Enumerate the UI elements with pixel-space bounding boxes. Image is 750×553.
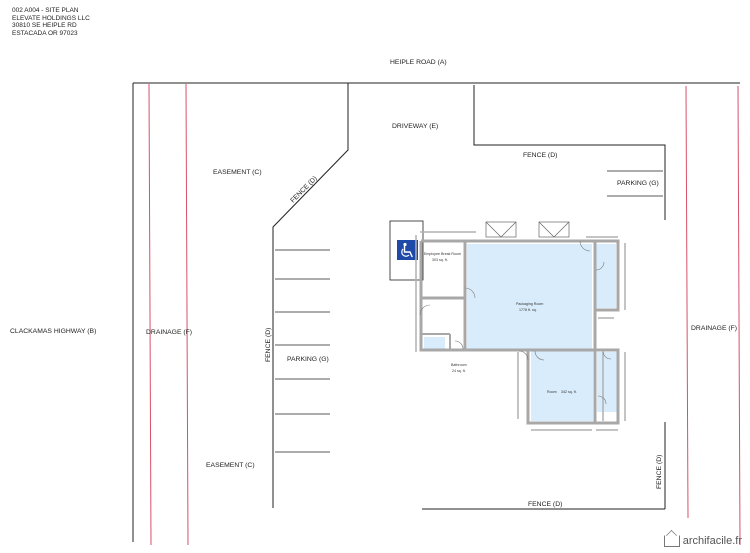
easement-label-top: EASEMENT (C) xyxy=(213,169,262,176)
room-label: Room xyxy=(547,390,557,394)
doors xyxy=(419,240,612,405)
house-icon xyxy=(663,535,680,547)
fence-label-diagonal: FENCE (D) xyxy=(289,175,318,204)
parking-stalls-west xyxy=(275,249,330,453)
fence-label-top: FENCE (D) xyxy=(523,152,557,159)
parking-label-top-right: PARKING (G) xyxy=(617,180,659,187)
wheelchair-icon xyxy=(397,240,418,260)
drainage-line xyxy=(685,85,689,519)
title-line-2: ELEVATE HOLDINGS LLC xyxy=(12,14,90,22)
walls xyxy=(419,239,620,425)
fence-label-bottom: FENCE (D) xyxy=(528,501,562,508)
bathroom-area: 24 sq. ft. xyxy=(452,369,466,373)
clackamas-highway-label: CLACKAMAS HIGHWAY (B) xyxy=(10,328,96,335)
fences xyxy=(272,83,666,510)
fence-label-left-vertical: FENCE (D) xyxy=(265,328,272,362)
heiple-road-label: HEIPLE ROAD (A) xyxy=(390,59,447,66)
small-room-east[interactable] xyxy=(596,244,616,308)
watermark-text: archifacile.fr xyxy=(682,535,742,547)
title-line-1: 002 A004 - SITE PLAN xyxy=(12,7,79,14)
drainage-label-left: DRAINAGE (F) xyxy=(146,329,192,336)
packaging-room[interactable] xyxy=(467,244,592,349)
accessible-parking-space xyxy=(389,220,424,281)
drainage-line xyxy=(185,83,189,546)
small-room-southeast[interactable] xyxy=(597,352,617,412)
driveway-label: DRIVEWAY (E) xyxy=(392,123,438,130)
fence-line-north xyxy=(473,85,666,220)
packaging-room-label: Packaging Room xyxy=(516,302,543,306)
parking-stalls-northeast xyxy=(607,170,663,197)
archifacile-watermark[interactable]: archifacile.fr xyxy=(663,535,742,547)
drainage-line xyxy=(737,85,741,546)
property-boundary xyxy=(132,82,740,542)
bathroom-label: Bathroom xyxy=(451,363,467,367)
fence-label-right-vertical: FENCE (D) xyxy=(656,455,663,489)
employee-break-room-area: 303 sq. ft. xyxy=(432,258,448,262)
title-block: 002 A004 - SITE PLAN ELEVATE HOLDINGS LL… xyxy=(12,7,90,37)
drainage-lines xyxy=(148,83,741,546)
fence-line-west xyxy=(272,83,349,508)
parking-label-center: PARKING (G) xyxy=(287,356,329,363)
packaging-room-area: 1778 ft. sq. xyxy=(519,308,537,312)
drainage-label-right: DRAINAGE (F) xyxy=(691,325,737,332)
room-342[interactable] xyxy=(531,351,593,421)
employee-break-room-label: Employee Break Room xyxy=(424,252,461,256)
title-line-4: ESTACADA OR 97023 xyxy=(12,29,78,37)
bathroom-fill[interactable] xyxy=(424,337,445,349)
windows xyxy=(485,221,570,238)
building[interactable]: Employee Break Room 303 sq. ft. Packagin… xyxy=(415,221,626,431)
room-area: 342 sq. ft. xyxy=(561,390,577,394)
title-line-3: 30810 SE HEIPLE RD xyxy=(12,22,77,30)
wall-ticks xyxy=(415,231,626,431)
drainage-line xyxy=(148,83,152,546)
easement-label-bottom: EASEMENT (C) xyxy=(206,462,255,469)
